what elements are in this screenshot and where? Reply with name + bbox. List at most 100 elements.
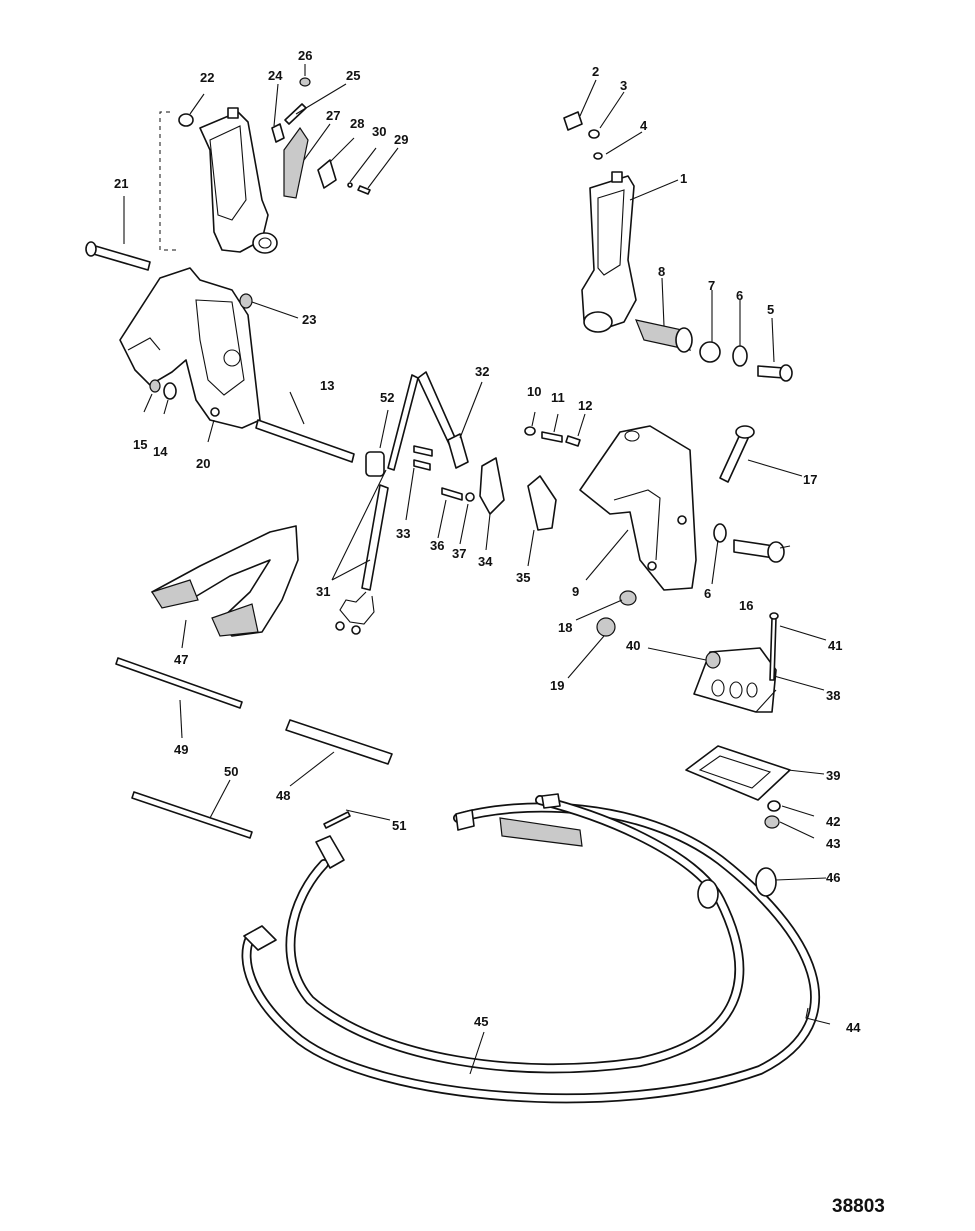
leader-lines (123, 64, 831, 1075)
bolt-41-head (769, 612, 779, 620)
screw-36 (441, 487, 463, 501)
cotter-pin-51 (323, 811, 351, 829)
callout-26: 26 (298, 48, 312, 63)
washer-6-lower (713, 523, 727, 543)
plate-35 (527, 475, 557, 531)
nut-23 (239, 293, 253, 309)
callout-20: 20 (196, 456, 210, 471)
nut-19 (596, 617, 616, 637)
hose-fitting-a (315, 835, 345, 869)
grommet-46-a (697, 879, 719, 909)
trim-cylinder-right (581, 171, 637, 333)
spacer-7 (699, 341, 721, 363)
rod-13 (255, 419, 355, 463)
hose-coil (499, 817, 583, 847)
callout-44: 44 (846, 1020, 861, 1035)
callout-14: 14 (153, 444, 168, 459)
callout-37: 37 (452, 546, 466, 561)
callout-7: 7 (708, 278, 715, 293)
callout-50: 50 (224, 764, 238, 779)
washer-37 (465, 492, 475, 502)
callout-6a: 6 (736, 288, 743, 303)
callout-34: 34 (478, 554, 493, 569)
hose-fitting-b (243, 925, 277, 951)
washer-4 (593, 152, 603, 160)
callout-2: 2 (592, 64, 599, 79)
callout-39: 39 (826, 768, 840, 783)
callout-11: 11 (551, 390, 565, 405)
transom-bracket-right (579, 425, 697, 591)
bolt-41 (769, 617, 777, 681)
callout-43: 43 (826, 836, 840, 851)
callout-47: 47 (174, 652, 188, 667)
callout-22: 22 (200, 70, 214, 85)
screw-3 (588, 129, 600, 139)
bolt-17 (719, 425, 755, 483)
callout-17: 17 (803, 472, 817, 487)
callout-numbers: 1 2 3 4 5 6 7 8 9 10 11 12 13 14 15 16 1… (114, 48, 861, 1035)
callout-35: 35 (516, 570, 530, 585)
washer-14 (163, 382, 177, 400)
callout-25: 25 (346, 68, 360, 83)
callout-28: 28 (350, 116, 364, 131)
screws-33 (413, 445, 433, 471)
callout-5: 5 (767, 302, 774, 317)
callout-18: 18 (558, 620, 572, 635)
callout-42: 42 (826, 814, 840, 829)
callout-31: 31 (316, 584, 330, 599)
callout-46: 46 (826, 870, 840, 885)
callout-15: 15 (133, 437, 147, 452)
callout-38: 38 (826, 688, 840, 703)
callout-32: 32 (475, 364, 489, 379)
callout-40: 40 (626, 638, 640, 653)
callout-4: 4 (640, 118, 648, 133)
bushing-52 (365, 451, 385, 477)
callout-9: 9 (572, 584, 579, 599)
washer-42 (767, 800, 781, 812)
bushing-8 (635, 319, 693, 353)
callout-8: 8 (658, 264, 665, 279)
callout-49: 49 (174, 742, 188, 757)
gasket-39-inner (698, 755, 772, 789)
nut-18 (619, 590, 637, 606)
hose-fitting-c (455, 809, 475, 831)
washer-6-upper (732, 345, 748, 367)
callout-21: 21 (114, 176, 128, 191)
nut-40 (705, 651, 721, 669)
link-rod-31 (335, 371, 457, 635)
bolt-21 (85, 241, 151, 271)
callout-12: 12 (578, 398, 592, 413)
bolt-5 (757, 364, 793, 382)
callout-29: 29 (394, 132, 408, 147)
callout-51: 51 (392, 818, 406, 833)
bolt-16 (733, 539, 785, 563)
callout-45: 45 (474, 1014, 488, 1029)
callout-19: 19 (550, 678, 564, 693)
callout-24: 24 (268, 68, 283, 83)
spring-12 (565, 435, 581, 447)
callout-16: 16 (739, 598, 753, 613)
washer-10 (524, 426, 536, 436)
callout-23: 23 (302, 312, 316, 327)
nut-43 (764, 815, 780, 829)
pin-49 (115, 657, 243, 709)
callout-36: 36 (430, 538, 444, 553)
nut-15 (149, 379, 161, 393)
pin-48 (285, 719, 393, 765)
callout-6b: 6 (704, 586, 711, 601)
bracket-32 (447, 433, 469, 469)
hose-fitting-d (541, 793, 561, 809)
callout-27: 27 (326, 108, 340, 123)
callout-48: 48 (276, 788, 290, 803)
figure-number: 38803 (832, 1196, 885, 1217)
callout-3: 3 (620, 78, 627, 93)
callout-13: 13 (320, 378, 334, 393)
plate-34 (479, 457, 505, 515)
strap-47 (151, 525, 299, 637)
callout-10: 10 (527, 384, 541, 399)
hose-45 (285, 795, 745, 1074)
fitting-2 (563, 111, 583, 131)
callout-33: 33 (396, 526, 410, 541)
callout-30: 30 (372, 124, 386, 139)
